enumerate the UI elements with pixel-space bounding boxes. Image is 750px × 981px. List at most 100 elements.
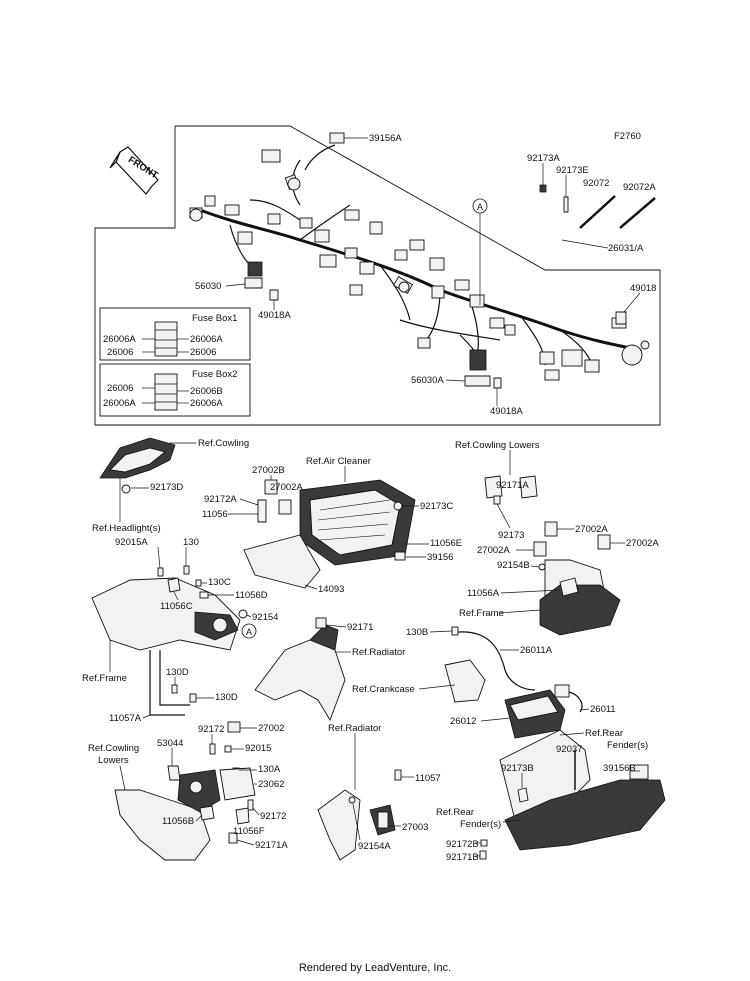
svg-text:26006A: 26006A (103, 398, 136, 409)
part-92072[interactable] (579, 195, 616, 229)
part-49018A-bottom[interactable] (493, 377, 502, 389)
part-92173E[interactable] (563, 196, 569, 213)
label-27002: 27002 (258, 723, 284, 734)
part-92172-a[interactable] (209, 743, 216, 755)
part-11056C[interactable] (167, 577, 181, 593)
part-92173C[interactable] (393, 501, 403, 511)
part-26011A[interactable] (457, 631, 536, 691)
label-11056F: 11056F (233, 826, 265, 837)
part-11057A[interactable] (149, 650, 190, 716)
part-radiator-bracket-top[interactable] (254, 624, 346, 722)
rear-fender-section: Ref.Rear Fender(s) 92037 92173B 39156B R… (436, 728, 666, 863)
fuse-box-1[interactable]: Fuse Box1 26006A 26006 26006A 26006 (99, 307, 251, 361)
label-ref-rear-fender-bot-2: Fender(s) (460, 819, 501, 830)
part-92015[interactable] (224, 745, 232, 753)
part-cowling-lowers[interactable] (114, 769, 221, 861)
part-130B[interactable] (451, 626, 459, 636)
label-ref-cowling: Ref.Cowling (198, 438, 249, 449)
part-92015A[interactable] (157, 567, 164, 577)
part-39156[interactable] (394, 551, 406, 561)
part-headlight-bracket[interactable] (99, 437, 176, 479)
part-130D-b[interactable] (189, 693, 197, 703)
part-27003[interactable] (377, 811, 389, 829)
part-ecu-bracket-area[interactable] (299, 479, 416, 566)
part-49018A-top[interactable] (269, 289, 279, 301)
label-ref-radiator-bot: Ref.Radiator (328, 723, 381, 734)
part-92173B[interactable] (517, 787, 529, 803)
label-92171: 92171 (347, 622, 373, 633)
label-92154A: 92154A (358, 841, 391, 852)
svg-text:26006A: 26006A (190, 334, 223, 345)
part-27002A-r2[interactable] (533, 541, 547, 557)
part-92172A[interactable] (257, 499, 267, 523)
part-92171B[interactable] (479, 850, 487, 860)
part-56030A[interactable] (464, 349, 491, 387)
part-92154[interactable] (238, 609, 248, 619)
label-92173C: 92173C (420, 501, 453, 512)
label-11056B: 11056B (162, 816, 194, 827)
label-49018A-bottom: 49018A (490, 406, 523, 417)
main-harness-26031[interactable] (189, 132, 650, 381)
label-ref-frame-left: Ref.Frame (82, 673, 127, 684)
part-27002[interactable] (227, 721, 241, 733)
label-26031A: 26031/A (608, 243, 644, 254)
part-92173D[interactable] (121, 484, 131, 494)
part-11056F[interactable] (235, 807, 250, 825)
part-27002A-mid[interactable] (278, 499, 292, 515)
part-frame-right[interactable] (539, 559, 621, 636)
label-27002A-r1: 27002A (575, 524, 608, 535)
part-14093[interactable] (243, 534, 321, 589)
part-92172-b[interactable] (247, 799, 254, 811)
label-39156: 39156 (427, 552, 453, 563)
fuse-box-2[interactable]: Fuse Box2 26006 26006A 26006B 26006A (99, 363, 251, 417)
part-27002A-r1[interactable] (544, 521, 558, 537)
part-53044[interactable] (167, 765, 181, 781)
part-26012-battery[interactable] (504, 689, 566, 739)
front-arrow-icon: FRONT (109, 146, 160, 195)
part-92154A[interactable] (348, 796, 356, 804)
part-39156B[interactable] (629, 764, 649, 780)
label-11056: 11056 (202, 509, 228, 520)
label-26011A: 26011A (520, 645, 553, 656)
harness-frame (94, 125, 661, 426)
svg-text:A: A (246, 627, 252, 637)
part-27002A-r3[interactable] (597, 534, 611, 550)
part-130[interactable] (183, 565, 190, 575)
footer-credit: Rendered by LeadVenture, Inc. (298, 962, 452, 974)
part-11056D[interactable] (199, 591, 209, 599)
part-92171[interactable] (315, 617, 327, 629)
part-crankcase-ref[interactable] (444, 659, 486, 703)
part-11056A[interactable] (559, 577, 579, 597)
part-92072A[interactable] (619, 197, 656, 229)
callout-a-mid: A (241, 623, 257, 639)
part-130D-a[interactable] (171, 684, 178, 694)
harness-section: F2760 FRONT (94, 125, 661, 426)
label-27003: 27003 (402, 822, 428, 833)
part-92173A[interactable] (539, 184, 547, 193)
part-92154B[interactable] (538, 563, 546, 571)
part-56030[interactable] (244, 261, 263, 289)
label-92171A-bottom: 92171A (255, 840, 288, 851)
part-130C[interactable] (195, 579, 202, 587)
part-frame-left[interactable] (91, 577, 241, 651)
label-92171A-top: 92171A (496, 480, 529, 491)
part-92171A-bottom[interactable] (228, 832, 238, 844)
part-92171A-top[interactable] (484, 475, 538, 499)
part-92172B[interactable] (480, 839, 488, 847)
label-ref-rear-fender-top-1: Ref.Rear (585, 728, 623, 739)
part-23062[interactable] (219, 767, 256, 801)
label-ref-cowling-lowers-bot-2: Lowers (98, 755, 129, 766)
label-130: 130 (183, 537, 199, 548)
label-49018A-top: 49018A (258, 310, 291, 321)
part-11056B[interactable] (199, 805, 215, 821)
part-11057[interactable] (394, 769, 402, 781)
part-92173[interactable] (493, 495, 501, 505)
label-92171B: 92171B (446, 852, 479, 863)
label-56030: 56030 (195, 281, 221, 292)
part-49018[interactable] (615, 311, 627, 325)
label-92015A: 92015A (115, 537, 148, 548)
label-14093: 14093 (318, 584, 344, 595)
svg-text:26006A: 26006A (103, 334, 136, 345)
label-92173B: 92173B (501, 763, 534, 774)
